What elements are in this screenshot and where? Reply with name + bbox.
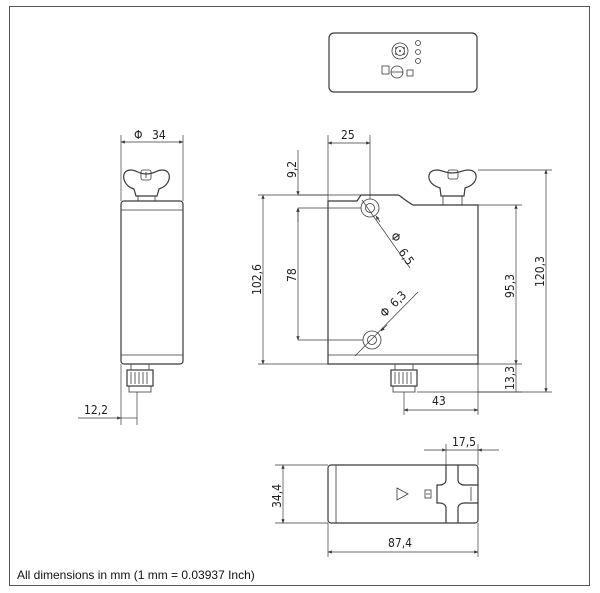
top-view-dimensions: 17,5 34,4 87,4 bbox=[270, 435, 499, 557]
side-width-diameter-symbol: Φ bbox=[134, 128, 143, 142]
front-view-dimensions: 25 9,2 78 102,6 Φ 6,5 Φ 6,3 95,3 1 bbox=[250, 128, 552, 415]
hole-top-diameter-symbol: Φ bbox=[388, 230, 404, 245]
units-footnote: All dimensions in mm (1 mm = 0.03937 Inc… bbox=[17, 568, 255, 582]
bottom-offset-value: 13,3 bbox=[503, 366, 517, 390]
top-view bbox=[327, 464, 479, 524]
mounting-hole-top-icon bbox=[360, 198, 380, 218]
front-view bbox=[327, 169, 479, 393]
mounting-hole-bottom-icon bbox=[362, 330, 382, 350]
hole-bottom-diameter-symbol: Φ bbox=[377, 304, 393, 320]
connector-offset-value: 43 bbox=[432, 394, 446, 408]
side-view-dimensions: Φ 34 12,2 bbox=[78, 128, 184, 425]
lock-knob-icon bbox=[381, 65, 414, 79]
top-view-length-value: 87,4 bbox=[388, 536, 412, 550]
drawing-frame bbox=[9, 6, 590, 586]
side-width-value: 34 bbox=[152, 128, 166, 142]
m12-connector-icon bbox=[391, 42, 409, 60]
side-bottom-value: 12,2 bbox=[84, 403, 108, 417]
side-view bbox=[120, 169, 184, 393]
front-top-offset-value: 9,2 bbox=[285, 161, 299, 178]
front-top-value: 25 bbox=[341, 128, 355, 142]
led-indicator-icon bbox=[415, 40, 421, 64]
top-view-knob-value: 17,5 bbox=[452, 435, 476, 449]
top-view-height-value: 34,4 bbox=[270, 484, 284, 508]
height-outer-value: 102,6 bbox=[250, 264, 264, 295]
hole-top-value: 6,5 bbox=[396, 246, 417, 268]
height-right-inner-value: 95,3 bbox=[503, 274, 517, 298]
connector-face-view bbox=[328, 32, 478, 93]
height-right-outer-value: 120,3 bbox=[533, 256, 547, 287]
play-triangle-icon bbox=[396, 487, 409, 501]
hole-distance-value: 78 bbox=[285, 268, 299, 282]
hole-bottom-value: 6,3 bbox=[387, 288, 409, 310]
